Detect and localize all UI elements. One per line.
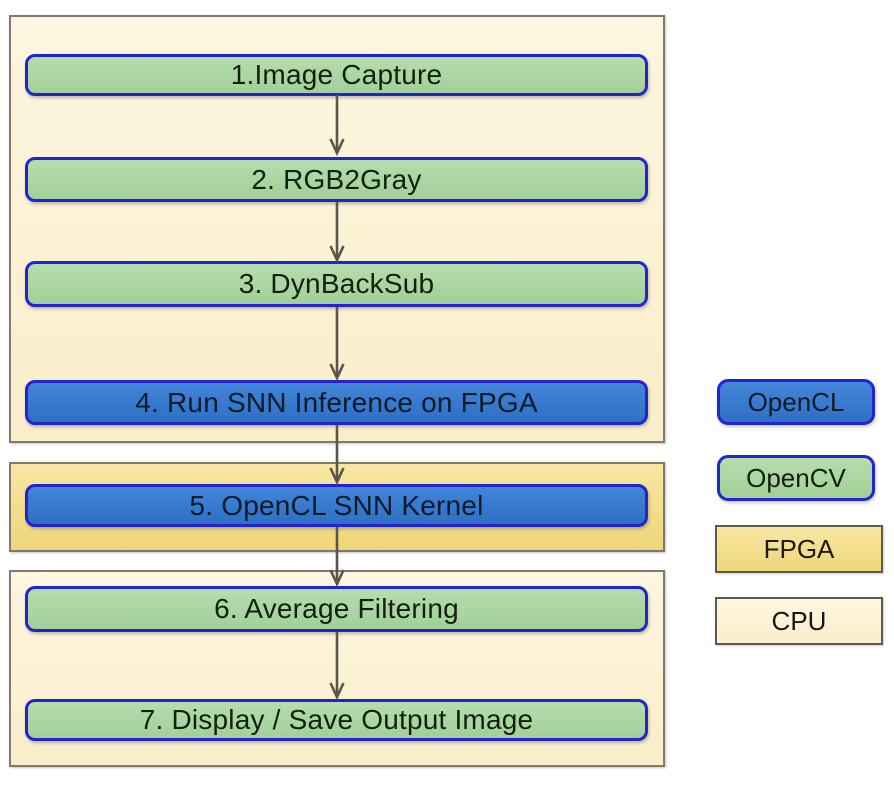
step-box-display-save: 7. Display / Save Output Image — [25, 699, 648, 741]
step-label: 3. DynBackSub — [238, 268, 435, 299]
legend-opencv: OpenCV — [717, 455, 875, 501]
legend-label: OpenCV — [746, 462, 846, 493]
legend-label: OpenCL — [747, 386, 845, 417]
legend-opencl: OpenCL — [717, 379, 875, 425]
step-label: 1.Image Capture — [230, 59, 443, 90]
step-box-rgb2gray: 2. RGB2Gray — [25, 157, 648, 202]
step-box-dynbacksub: 3. DynBackSub — [25, 261, 648, 307]
step-label: 2. RGB2Gray — [251, 163, 422, 195]
legend-cpu: CPU — [715, 597, 883, 645]
step-box-opencl-kernel: 5. OpenCL SNN Kernel — [25, 484, 648, 527]
step-label: 4. Run SNN Inference on FPGA — [135, 386, 538, 418]
legend-label: FPGA — [763, 533, 835, 564]
step-box-average-filtering: 6. Average Filtering — [25, 586, 648, 632]
legend-label: CPU — [771, 605, 827, 636]
step-label: 5. OpenCL SNN Kernel — [189, 489, 484, 521]
step-box-snn-inference: 4. Run SNN Inference on FPGA — [25, 380, 648, 425]
step-box-image-capture: 1.Image Capture — [25, 54, 648, 96]
step-label: 7. Display / Save Output Image — [139, 704, 534, 735]
step-label: 6. Average Filtering — [214, 593, 459, 624]
legend-fpga: FPGA — [715, 525, 883, 573]
